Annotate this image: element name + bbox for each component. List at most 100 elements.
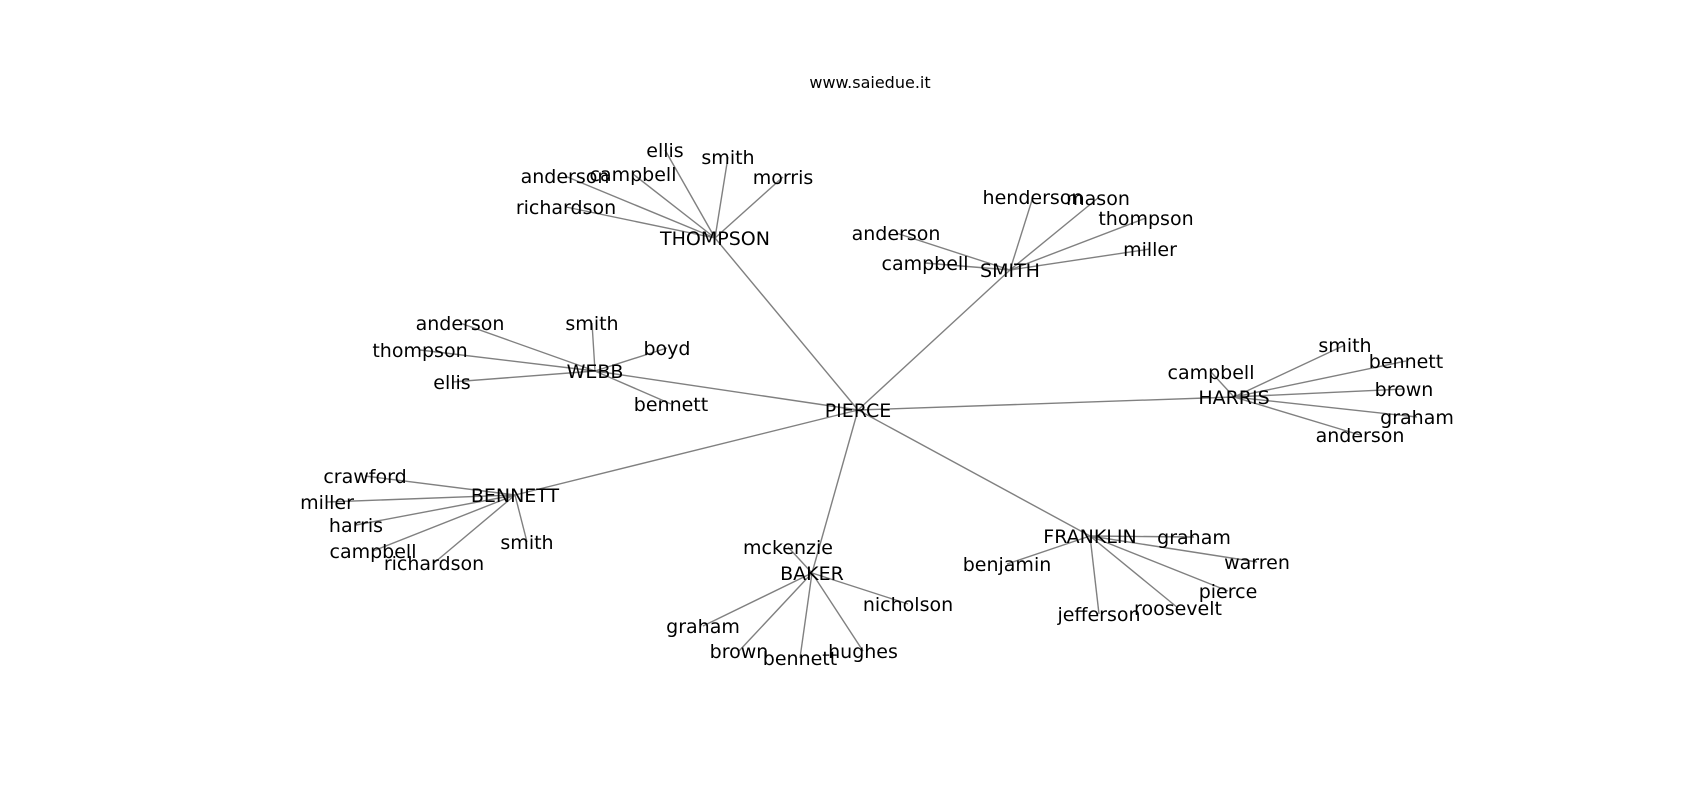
- edge-baker-hughes: [811, 572, 864, 652]
- leaf-node-label: benjamin: [963, 554, 1052, 576]
- leaf-node-label: roosevelt: [1134, 598, 1222, 620]
- edge-bennett-miller: [326, 494, 516, 503]
- leaf-node-label: campbell: [1168, 362, 1255, 384]
- edge-thompson-richardson: [565, 206, 716, 239]
- edge-root-webb: [594, 370, 859, 411]
- leaf-node-label: bennett: [763, 648, 837, 670]
- leaf-node-label: graham: [666, 616, 740, 638]
- edge-franklin-graham: [1089, 535, 1195, 538]
- leaf-node-label: brown: [1375, 379, 1434, 401]
- hub-node-label-smith: SMITH: [980, 260, 1040, 282]
- edge-root-harris: [857, 396, 1235, 411]
- edge-harris-anderson: [1233, 396, 1361, 436]
- leaf-node-label: harris: [329, 515, 383, 537]
- edge-root-baker: [811, 409, 859, 574]
- edge-franklin-warren: [1089, 535, 1258, 563]
- leaf-node-label: smith: [1318, 335, 1371, 357]
- leaf-node-label: campbell: [882, 253, 969, 275]
- leaf-node-label: pierce: [1199, 581, 1258, 603]
- edge-webb-bennett: [594, 370, 672, 405]
- edge-webb-thompson: [419, 349, 596, 372]
- edge-root-bennett: [514, 409, 859, 496]
- edge-bennett-campbell: [372, 494, 516, 552]
- leaf-node-label: ellis: [646, 140, 683, 162]
- edge-thompson-campbell: [632, 173, 716, 239]
- leaf-node-label: campbell: [330, 541, 417, 563]
- edge-webb-anderson: [459, 322, 596, 372]
- leaf-node-label: richardson: [516, 197, 616, 219]
- leaf-node-label: smith: [565, 313, 618, 335]
- leaf-node-label: crawford: [323, 466, 406, 488]
- edge-baker-graham: [702, 572, 813, 627]
- leaf-node-label: mckenzie: [743, 537, 833, 559]
- edge-thompson-ellis: [664, 149, 716, 239]
- edge-webb-ellis: [451, 370, 596, 383]
- hub-node-label-harris: HARRIS: [1198, 387, 1269, 409]
- leaf-node-label: graham: [1157, 527, 1231, 549]
- edge-baker-bennett: [799, 572, 813, 659]
- leaf-node-label: smith: [500, 532, 553, 554]
- edge-bennett-richardson: [433, 494, 516, 564]
- leaf-node-label: miller: [300, 492, 354, 514]
- hub-node-label-thompson: THOMPSON: [659, 228, 770, 250]
- leaf-node-label: thompson: [1098, 208, 1193, 230]
- hub-node-label-franklin: FRANKLIN: [1043, 526, 1136, 548]
- leaf-node-label: miller: [1123, 239, 1177, 261]
- edge-bennett-smith: [514, 494, 528, 543]
- leaf-node-label: anderson: [416, 313, 505, 335]
- edge-layer: [326, 149, 1418, 659]
- edge-harris-brown: [1233, 388, 1405, 398]
- leaf-node-label: anderson: [521, 166, 610, 188]
- edge-franklin-roosevelt: [1089, 535, 1179, 609]
- leaf-node-label: richardson: [384, 553, 484, 575]
- edge-bennett-harris: [355, 494, 516, 526]
- leaf-node-label: mason: [1066, 188, 1130, 210]
- edge-thompson-smith: [714, 156, 729, 239]
- edge-smith-campbell: [924, 262, 1011, 271]
- site-title: www.saiedue.it: [809, 73, 930, 92]
- edge-franklin-jefferson: [1089, 535, 1100, 615]
- edge-webb-smith: [591, 322, 596, 372]
- leaf-node-label: anderson: [1316, 425, 1405, 447]
- edge-franklin-pierce: [1089, 535, 1229, 592]
- edge-webb-boyd: [594, 347, 668, 372]
- edge-root-franklin: [857, 409, 1091, 537]
- leaf-node-label: boyd: [644, 338, 691, 360]
- edge-harris-bennett: [1233, 360, 1407, 398]
- leaf-node-label: campbell: [590, 164, 677, 186]
- root-node-label: PIERCE: [825, 400, 892, 422]
- leaf-node-label: nicholson: [863, 594, 953, 616]
- edge-root-smith: [857, 269, 1011, 411]
- edge-smith-thompson: [1009, 217, 1147, 271]
- edge-bennett-crawford: [364, 475, 516, 496]
- leaf-node-label: morris: [753, 167, 814, 189]
- edge-thompson-morris: [714, 176, 784, 239]
- leaf-node-label: bennett: [1369, 351, 1443, 373]
- leaf-node-label: warren: [1224, 552, 1290, 574]
- edge-harris-campbell: [1210, 371, 1235, 398]
- leaf-node-label: anderson: [852, 223, 941, 245]
- leaf-node-label: graham: [1380, 407, 1454, 429]
- edge-thompson-anderson: [564, 175, 716, 239]
- edge-harris-graham: [1233, 396, 1418, 418]
- edge-harris-smith: [1233, 344, 1346, 398]
- leaf-node-label: jefferson: [1056, 604, 1140, 626]
- leaf-node-label: ellis: [433, 372, 470, 394]
- edge-smith-miller: [1009, 248, 1151, 271]
- edge-smith-anderson: [895, 232, 1011, 271]
- edge-smith-mason: [1009, 197, 1099, 271]
- leaf-node-label: thompson: [372, 340, 467, 362]
- hub-node-label-baker: BAKER: [780, 563, 844, 585]
- edge-baker-nicholson: [811, 572, 909, 605]
- hub-node-label-webb: WEBB: [567, 361, 624, 383]
- leaf-node-label: brown: [710, 641, 769, 663]
- edge-smith-henderson: [1009, 196, 1034, 271]
- edge-baker-brown: [738, 572, 813, 652]
- leaf-node-label: henderson: [983, 187, 1084, 209]
- edge-root-thompson: [714, 237, 859, 411]
- leaf-node-label: bennett: [634, 394, 708, 416]
- leaf-node-label: hughes: [828, 641, 898, 663]
- edge-franklin-benjamin: [1006, 535, 1091, 565]
